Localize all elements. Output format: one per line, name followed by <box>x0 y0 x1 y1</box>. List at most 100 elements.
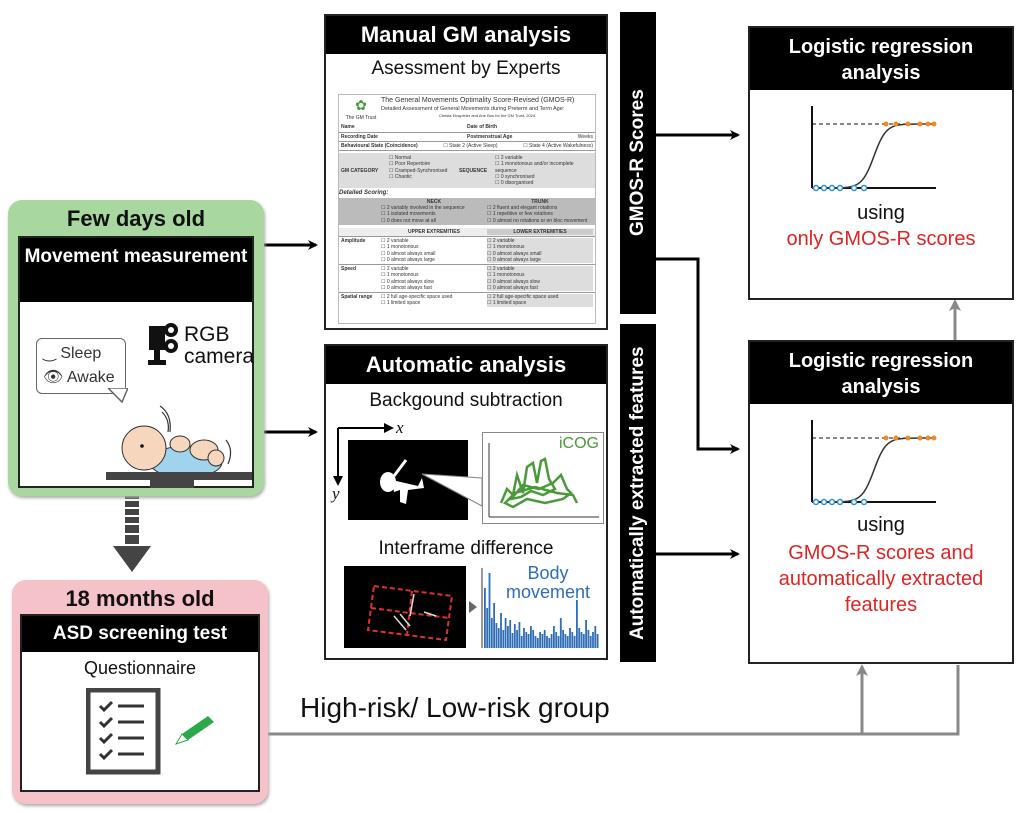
negative-point <box>812 498 820 506</box>
positive-point <box>883 435 889 441</box>
movement-bar <box>557 636 560 648</box>
movement-measurement-header: Movement measurement <box>20 238 252 302</box>
movement-bar <box>576 600 578 648</box>
awake-label: Awake <box>66 369 115 386</box>
toddler-panel: 18 months old ASD screening test Questio… <box>12 580 268 804</box>
baby-icon <box>106 405 252 480</box>
movement-bar <box>571 632 574 648</box>
checklist-icon <box>86 688 161 775</box>
arrow-group-line <box>268 665 960 736</box>
gm-trust-logo: ✿ The GM Trust <box>345 97 377 121</box>
camera-label: RGB camera <box>184 323 255 368</box>
positive-point <box>905 121 911 127</box>
movement-bar <box>518 622 521 648</box>
movement-bar <box>555 632 558 648</box>
negative-point <box>850 184 858 192</box>
movement-bar <box>546 636 548 648</box>
lr-bottom-header: Logistic regression analysis <box>750 342 1012 404</box>
movement-bar <box>566 636 569 648</box>
movement-bar <box>497 628 500 648</box>
interframe-label: Interframe difference <box>378 538 554 559</box>
form-option: ☐ 0 almost no rotations or en bloc movem… <box>487 217 588 224</box>
bubble-tail <box>108 388 128 404</box>
axis-y-label: y <box>332 484 340 503</box>
zoom-callout <box>421 473 483 507</box>
movement-bar <box>484 588 486 648</box>
positive-point <box>931 121 937 127</box>
positive-point <box>893 435 899 441</box>
movement-bar <box>596 634 599 648</box>
gmos-r-scores-bar: GMOS-R Scores <box>620 12 656 314</box>
toddler-age-label: 18 months old <box>65 586 215 611</box>
movement-bar <box>490 618 493 648</box>
positive-point <box>925 435 931 441</box>
movement-bar <box>592 632 594 648</box>
video-camera-icon <box>148 323 178 365</box>
movement-bar <box>502 630 505 648</box>
lr-top-using: using <box>857 202 905 224</box>
body-movement-plot: Body movement <box>480 564 602 650</box>
xy-axes <box>333 423 394 486</box>
form-option: ☐ 0 disorganised <box>495 180 534 186</box>
movement-bar <box>573 636 576 648</box>
movement-bar <box>543 630 546 648</box>
positive-point <box>917 435 923 441</box>
movement-bar <box>536 638 539 648</box>
movement-bar <box>504 618 507 648</box>
movement-bar <box>541 634 544 648</box>
movement-bar <box>550 634 553 648</box>
icog-plot: iCOG <box>482 432 604 524</box>
icog-label: iCOG <box>559 435 599 452</box>
positive-point <box>931 435 937 441</box>
interframe-image <box>344 566 466 648</box>
axis-x-label: x <box>396 418 404 437</box>
expert-assessment-label: Asessment by Experts <box>371 58 561 79</box>
eye-icon: 👁 <box>43 369 64 386</box>
form-option: ☐ Poor Repertoire <box>389 161 431 168</box>
movement-bar <box>594 626 597 648</box>
form-option: ☐ 0 does not move at all <box>381 217 436 224</box>
positive-point <box>917 121 923 127</box>
movement-bar <box>578 628 581 648</box>
movement-bar <box>525 632 528 648</box>
movement-bar <box>516 630 518 648</box>
automatic-analysis-panel: Automatic analysis Backgound subtraction… <box>324 344 608 660</box>
movement-bar <box>493 603 495 648</box>
form-extremity-row: Spatial range☐ 2 full age-specific space… <box>339 292 595 308</box>
movement-bar <box>486 608 489 648</box>
negative-point <box>820 498 828 506</box>
questionnaire-label: Questionnaire <box>83 658 197 678</box>
gmos-r-form: ✿ The GM Trust The General Movements Opt… <box>338 94 596 324</box>
form-option: ☐ 2 variable <box>495 155 523 161</box>
sleep-label: Sleep <box>60 345 102 362</box>
automatic-analysis-header: Automatic analysis <box>326 346 606 384</box>
positive-point <box>883 121 889 127</box>
movement-bar <box>513 624 516 648</box>
movement-bar <box>559 618 562 648</box>
movement-bar <box>582 634 585 648</box>
negative-point <box>850 498 858 506</box>
newborn-age-label: Few days old <box>66 206 206 231</box>
play-arrow-icon <box>469 601 477 613</box>
form-title: The General Movements Optimality Score-R… <box>381 97 575 104</box>
form-extremity-row: Amplitude☐ 2 variable☐ 1 monotonous☐ 0 a… <box>339 236 595 264</box>
positive-point <box>925 121 931 127</box>
arrow-gmos-to-bottom <box>656 257 740 454</box>
form-option: ☐ 0 synchronised <box>495 173 535 180</box>
manual-analysis-panel: Manual GM analysis Asessment by Experts … <box>324 14 608 330</box>
movement-bar <box>527 634 530 648</box>
lr-top-description: only GMOS-R scores <box>786 228 976 250</box>
state-bubble: ‿ Sleep 👁 Awake <box>36 338 126 394</box>
movement-bar <box>564 634 567 648</box>
form-option: ☐ 2 variably involved in the sequence <box>381 205 465 211</box>
form-option: ☐ 1 monotonous and/or incomplete sequenc… <box>495 161 574 174</box>
movement-bar <box>539 632 541 648</box>
form-option: ☐ Chaotic <box>389 173 412 180</box>
background-subtraction-label: Backgound subtraction <box>369 390 563 411</box>
newborn-panel: Few days old Movement measurement ‿ Slee… <box>8 200 264 496</box>
form-extremity-row: Speed☐ 2 variable☐ 1 monotonous☐ 0 almos… <box>339 264 595 292</box>
form-option: ☐ Normal <box>389 155 411 161</box>
negative-point <box>820 184 828 192</box>
negative-point <box>812 184 820 192</box>
